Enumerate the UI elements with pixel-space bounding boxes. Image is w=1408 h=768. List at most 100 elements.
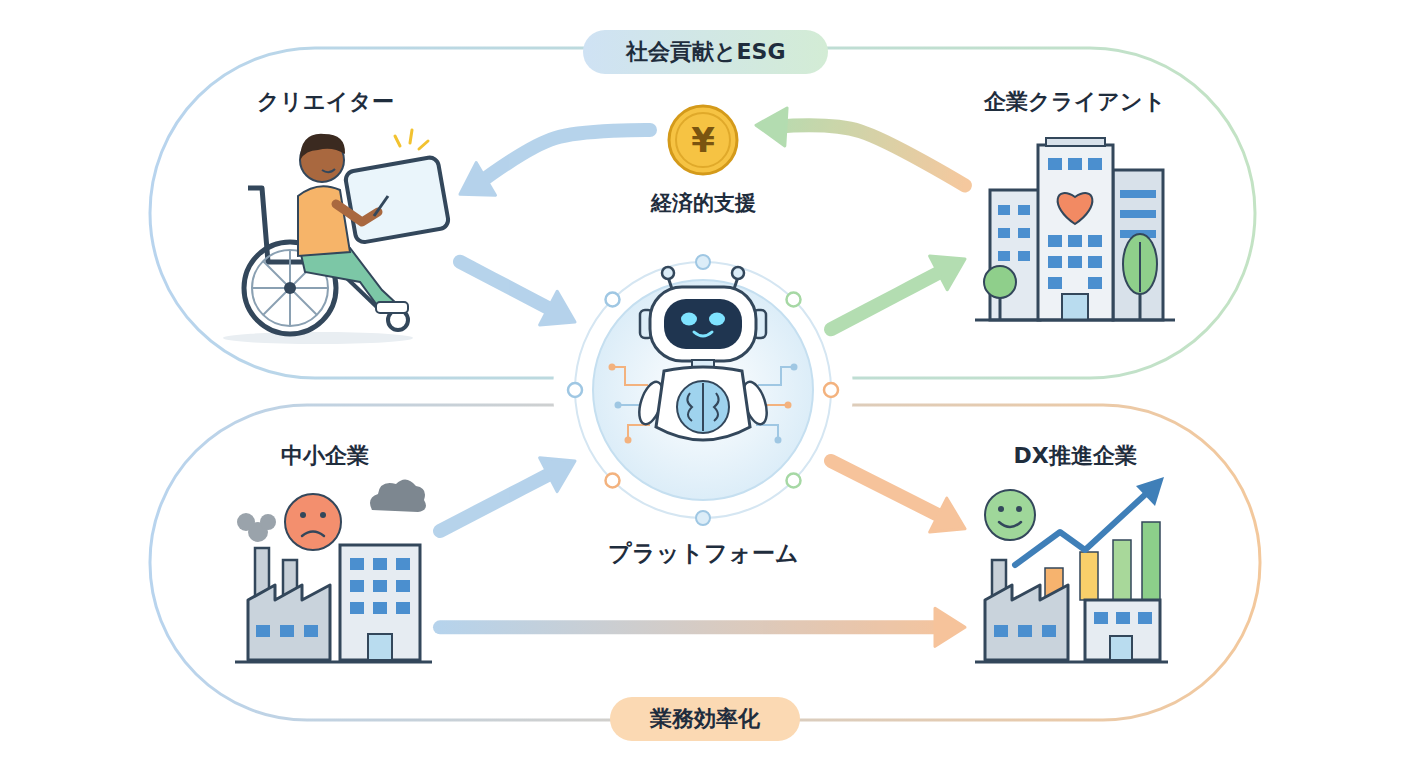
client-building-illustration-part-part — [1068, 235, 1082, 247]
creator-illustration — [223, 130, 450, 344]
robot-illustration-part — [609, 364, 616, 371]
client-building-illustration-part-part — [998, 251, 1010, 261]
robot-illustration — [609, 267, 798, 444]
dx-factory-illustration-part — [1016, 506, 1022, 512]
robot-illustration-part — [775, 437, 782, 444]
arrow-shaft — [460, 262, 554, 311]
flow-arrow — [440, 458, 575, 531]
dx-factory-illustration — [975, 477, 1168, 662]
sme-node: 中小企業 — [225, 437, 440, 672]
robot-illustration-part — [625, 437, 632, 444]
platform-hub-part — [787, 293, 801, 307]
robot-illustration-part-part — [756, 425, 778, 440]
sme-factory-illustration-part-part — [350, 580, 364, 592]
client-building-illustration-part-part — [1088, 235, 1102, 247]
sme-factory-illustration-part-part — [304, 625, 318, 637]
sme-factory-illustration-part — [256, 625, 318, 637]
creator-illustration-part — [376, 302, 408, 313]
creator-illustration-part — [374, 196, 388, 216]
platform-hub-part — [787, 474, 801, 488]
sme-factory-illustration-part — [237, 513, 276, 542]
flow-arrow — [831, 461, 965, 532]
client-building-illustration-part-part — [1048, 277, 1062, 289]
flow-arrow — [831, 256, 965, 329]
robot-illustration-part — [650, 287, 756, 361]
sme-factory-illustration-part-part — [373, 558, 387, 570]
client-building-illustration-part — [1139, 242, 1141, 292]
robot-illustration-part — [709, 313, 725, 326]
client-building-illustration-part — [1048, 158, 1102, 289]
robot-illustration-part — [785, 402, 792, 409]
dx-factory-illustration-part-part — [1138, 612, 1152, 624]
dx-factory-illustration-part-part — [994, 625, 1008, 637]
sme-factory-illustration-part-part — [396, 602, 410, 614]
flow-arrow — [460, 262, 575, 325]
dx-factory-illustration-part-part — [1142, 522, 1160, 600]
client-building-illustration-part-part — [998, 205, 1010, 215]
sme-factory-illustration-part-part — [350, 602, 364, 614]
support-coin-node: ¥経済的支援 — [650, 100, 756, 220]
dx-factory-illustration-part-part — [1042, 625, 1056, 637]
client-building-illustration-part — [990, 190, 1040, 320]
node-label: 企業クライアント — [965, 87, 1185, 117]
arrow-head — [460, 163, 495, 196]
cycle-loops — [150, 48, 1260, 720]
dx-factory-illustration-part — [998, 506, 1004, 512]
client-building-illustration-part-part — [1018, 228, 1030, 238]
node-label: クリエイター — [225, 87, 425, 117]
arrow-shaft — [831, 270, 944, 329]
robot-illustration-part — [694, 332, 712, 336]
client-building-illustration-part-part — [1068, 158, 1082, 170]
arrow-head — [930, 498, 965, 532]
sme-factory-illustration-part-part — [280, 625, 294, 637]
client-building-illustration-part-part — [1120, 190, 1156, 198]
robot-illustration-part-part — [758, 367, 794, 385]
dx-factory-illustration-part — [985, 490, 1035, 540]
node-label: プラットフォーム — [575, 538, 831, 568]
client-building-illustration-part-part — [1120, 210, 1156, 218]
dx-factory-illustration-part — [985, 585, 1068, 660]
creator-illustration-part — [395, 130, 428, 149]
platform-hub — [553, 240, 853, 540]
robot-illustration-part — [681, 313, 697, 326]
client-building-illustration-part — [1046, 138, 1105, 146]
arrow-head — [935, 608, 965, 646]
dx-company-node: DX推進企業 — [965, 437, 1180, 672]
dx-factory-illustration-part — [1136, 477, 1164, 506]
robot-illustration-part — [677, 381, 729, 433]
sme-factory-illustration-part — [340, 545, 420, 660]
dx-factory-illustration-part — [1094, 612, 1152, 624]
dx-factory-illustration-part — [999, 522, 1021, 527]
sme-factory-illustration-part-part — [373, 602, 387, 614]
dx-factory-illustration-part — [1015, 492, 1148, 565]
client-building-illustration-part-part — [1088, 158, 1102, 170]
platform-hub-part — [824, 383, 838, 397]
arrow-shaft — [481, 130, 650, 182]
sme-factory-illustration-part-part — [256, 625, 270, 637]
section-pill: 業務効率化 — [610, 697, 800, 741]
platform-hub-part — [553, 240, 853, 540]
arrow-shaft — [440, 620, 941, 634]
platform-hub-part — [606, 293, 620, 307]
currency-symbol: ¥ — [650, 120, 756, 160]
flow-arrow — [440, 608, 965, 646]
client-building-illustration-part-part — [1048, 235, 1062, 247]
creator-illustration-part — [223, 332, 413, 344]
dx-factory-illustration-part — [1085, 600, 1160, 660]
sme-factory-illustration-part — [235, 661, 432, 664]
creator-illustration-part-part — [344, 156, 449, 243]
platform-node: プラットフォーム — [575, 262, 831, 568]
client-building-illustration-part — [975, 319, 1175, 322]
sme-factory-illustration-part — [285, 494, 341, 550]
robot-illustration-part — [662, 267, 674, 279]
sme-factory-illustration-part — [368, 634, 392, 660]
dx-factory-illustration-part-part — [1116, 612, 1130, 624]
node-label: 経済的支援 — [628, 188, 778, 218]
client-building-illustration-part-part — [1068, 256, 1082, 268]
creator-illustration-part — [284, 282, 296, 294]
client-building-illustration-part — [998, 205, 1030, 261]
creator-illustration-part-part — [395, 136, 400, 146]
client-building-illustration-part-part — [1048, 256, 1062, 268]
client-building-illustration — [975, 138, 1175, 320]
